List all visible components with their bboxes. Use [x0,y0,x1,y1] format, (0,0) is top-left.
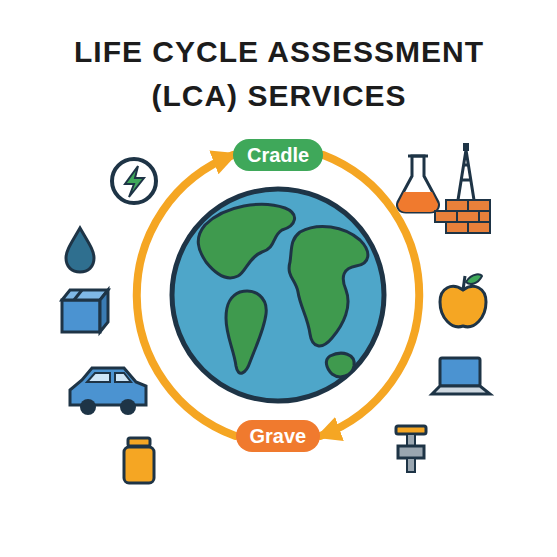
stage-pill: Grave [236,420,321,452]
cycle-arrow [137,155,236,436]
bricks-icon [435,200,490,233]
globe [172,189,384,401]
apple-icon [440,274,486,326]
stage-pill: Cradle [233,139,323,171]
package-icon [62,290,108,332]
cycle-arrow [320,155,419,436]
energy-icon [112,159,156,203]
bottle-icon [124,438,154,483]
title: LIFE CYCLE ASSESSMENT (LCA) SERVICES [44,30,514,118]
stage-label: Cradle [247,143,309,167]
valve-icon [396,426,426,472]
flask-icon [397,156,438,212]
car-icon [70,368,146,415]
stage-label: Grave [250,424,307,448]
laptop-icon [432,358,490,394]
derrick-icon [458,143,474,200]
water-icon [66,228,94,272]
